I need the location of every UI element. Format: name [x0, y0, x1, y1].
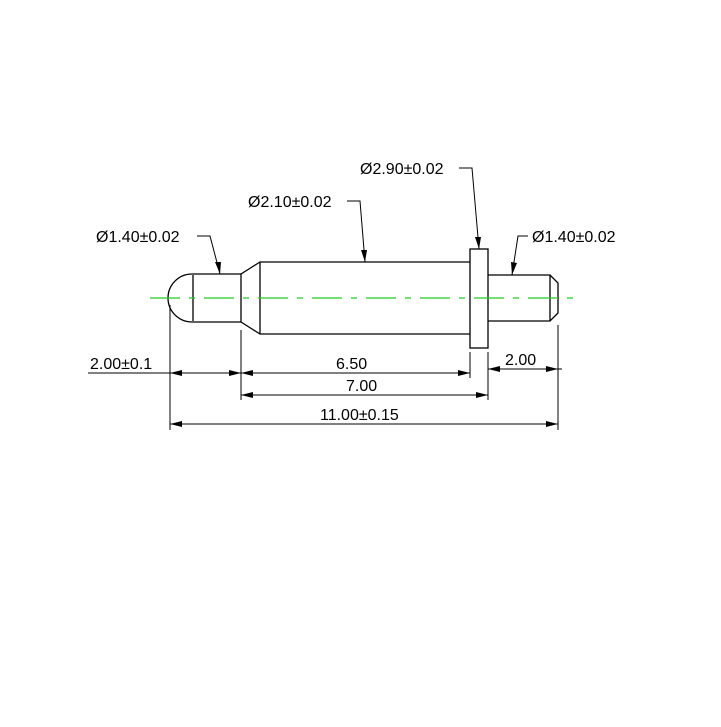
dim-tip-length [88, 370, 241, 376]
barrel-diameter-label: Ø2.10±0.02 [248, 194, 332, 211]
tail-length-label: 2.00 [505, 352, 536, 369]
tip-length-label: 2.00±0.1 [90, 356, 152, 373]
dim-barrel-length [241, 370, 470, 376]
leader-barrel-diameter [347, 200, 367, 263]
leader-flange-diameter [459, 167, 481, 250]
extension-lines [169, 305, 559, 430]
flange-diameter-label: Ø2.90±0.02 [360, 161, 444, 178]
tip-diameter-label: Ø1.40±0.02 [96, 229, 180, 246]
body-length-label: 7.00 [346, 378, 377, 395]
dim-tail-length [488, 366, 562, 372]
leader-tip-diameter [197, 235, 221, 275]
leader-tail-diameter [511, 235, 528, 276]
dim-body-length [241, 392, 488, 398]
barrel-length-label: 6.50 [336, 356, 367, 373]
dim-overall-length [170, 421, 558, 427]
tail-diameter-label: Ø1.40±0.02 [532, 229, 616, 246]
neck [220, 273, 242, 323]
overall-length-label: 11.00±0.15 [320, 407, 399, 424]
